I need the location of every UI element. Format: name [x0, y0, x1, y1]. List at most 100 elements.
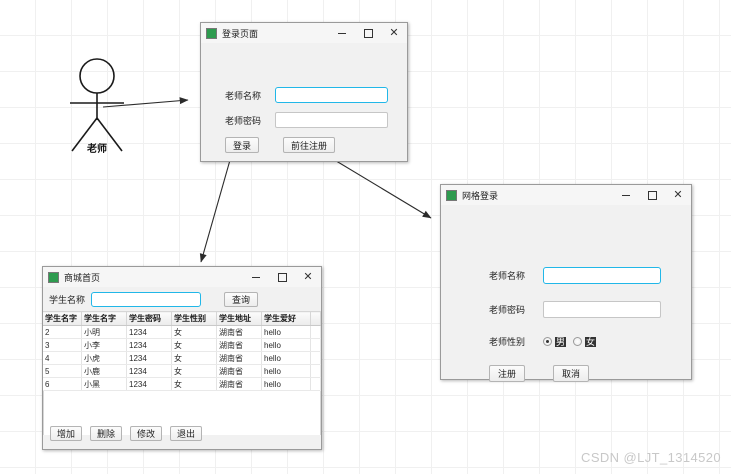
login-form: 老师名称 老师密码 登录 前往注册: [225, 87, 388, 153]
cell-id: 4: [43, 351, 82, 365]
student-search-input[interactable]: [91, 292, 202, 307]
close-icon[interactable]: ✕: [303, 270, 313, 283]
login-password-input[interactable]: [275, 112, 388, 128]
cell-hobby: hello: [261, 325, 311, 339]
cell-address: 湖南省: [216, 351, 262, 365]
register-username-row: 老师名称: [489, 267, 661, 284]
login-submit-button[interactable]: 登录: [225, 137, 260, 153]
login-username-input[interactable]: [275, 87, 388, 103]
student-search-bar: 学生名称 查询: [43, 287, 321, 311]
close-icon[interactable]: ✕: [389, 26, 399, 39]
gender-radio-male[interactable]: [543, 337, 552, 346]
cell-hobby: hello: [261, 338, 311, 352]
register-form: 老师名称 老师密码 老师性别 男 女 注册 取消: [489, 267, 661, 382]
cell-hobby: hello: [261, 364, 311, 378]
goto-register-button[interactable]: 前往注册: [283, 137, 336, 153]
minimize-icon[interactable]: [613, 185, 639, 205]
student-list-window[interactable]: 商城首页 ✕ 学生名称 查询 学生名字 学生名字 学生密码 学生性别 学生地址 …: [42, 266, 322, 450]
login-username-label: 老师名称: [225, 90, 262, 101]
cell-id: 5: [43, 364, 82, 378]
column-header-name[interactable]: 学生名字: [81, 311, 127, 326]
register-password-input[interactable]: [543, 301, 661, 318]
table-row[interactable]: 3 小李 1234 女 湖南省 hello: [43, 338, 321, 352]
cell-name: 小黑: [81, 377, 127, 391]
maximize-icon[interactable]: [639, 185, 665, 205]
cell-name: 小明: [81, 325, 127, 339]
cell-hobby: hello: [261, 377, 311, 391]
exit-button[interactable]: 退出: [170, 426, 203, 441]
cell-id: 2: [43, 325, 82, 339]
register-window-body: 老师名称 老师密码 老师性别 男 女 注册 取消: [441, 205, 691, 382]
register-button-row: 注册 取消: [489, 365, 661, 382]
gender-radio-female[interactable]: [573, 337, 583, 346]
student-list-titlebar[interactable]: 商城首页 ✕: [43, 267, 321, 287]
cell-id: 3: [43, 338, 82, 352]
student-search-button[interactable]: 查询: [224, 292, 259, 307]
app-icon: [446, 189, 457, 201]
table-row[interactable]: 6 小黑 1234 女 湖南省 hello: [43, 377, 321, 391]
cell-gender: 女: [171, 351, 217, 365]
student-list-body: 学生名称 查询 学生名字 学生名字 学生密码 学生性别 学生地址 学生爱好 2: [43, 287, 321, 449]
cell-extra: [310, 351, 321, 365]
actor-stick-figure: [70, 58, 124, 152]
column-header-hobby[interactable]: 学生爱好: [261, 311, 311, 326]
maximize-icon[interactable]: [269, 267, 295, 287]
table-row[interactable]: 2 小明 1234 女 湖南省 hello: [43, 325, 321, 339]
column-header-password[interactable]: 学生密码: [126, 311, 172, 326]
actor-leg-right: [96, 117, 123, 152]
cell-gender: 女: [171, 325, 217, 339]
register-window-titlebar[interactable]: 网格登录 ✕: [441, 185, 691, 205]
gender-radio-group[interactable]: 男 女: [543, 336, 600, 347]
register-gender-row: 老师性别 男 女: [489, 335, 661, 348]
cell-password: 1234: [126, 325, 172, 339]
edit-student-button[interactable]: 修改: [130, 426, 163, 441]
login-window-titlebar[interactable]: 登录页面 ✕: [201, 23, 407, 43]
register-username-label: 老师名称: [489, 271, 526, 281]
column-header-id[interactable]: 学生名字: [43, 311, 82, 326]
cell-address: 湖南省: [216, 364, 262, 378]
column-header-extra[interactable]: [310, 311, 321, 326]
login-window-controls[interactable]: ✕: [329, 23, 407, 43]
login-password-label: 老师密码: [225, 115, 262, 126]
register-password-row: 老师密码: [489, 301, 661, 318]
table-row[interactable]: 4 小虎 1234 女 湖南省 hello: [43, 351, 321, 365]
register-username-input[interactable]: [543, 267, 661, 284]
student-table-head: 学生名字 学生名字 学生密码 学生性别 学生地址 学生爱好: [43, 311, 321, 326]
student-table[interactable]: 学生名字 学生名字 学生密码 学生性别 学生地址 学生爱好 2 小明 1234 …: [43, 311, 321, 391]
add-student-button[interactable]: 增加: [50, 426, 83, 441]
maximize-icon[interactable]: [355, 23, 381, 43]
actor-head: [79, 58, 115, 94]
register-submit-button[interactable]: 注册: [489, 365, 526, 382]
login-username-row: 老师名称: [225, 87, 388, 103]
watermark: CSDN @LJT_1314520: [581, 450, 721, 465]
cell-hobby: hello: [261, 351, 311, 365]
column-header-gender[interactable]: 学生性别: [171, 311, 217, 326]
cell-password: 1234: [126, 364, 172, 378]
student-search-label: 学生名称: [49, 295, 86, 305]
cell-name: 小鹿: [81, 364, 127, 378]
delete-student-button[interactable]: 删除: [90, 426, 123, 441]
login-window[interactable]: 登录页面 ✕ 老师名称 老师密码 登录 前往注册: [200, 22, 408, 162]
close-icon[interactable]: ✕: [673, 188, 683, 201]
cell-password: 1234: [126, 377, 172, 391]
cell-gender: 女: [171, 377, 217, 391]
register-window-controls[interactable]: ✕: [613, 185, 691, 205]
minimize-icon[interactable]: [243, 267, 269, 287]
minimize-icon[interactable]: [329, 23, 355, 43]
column-header-address[interactable]: 学生地址: [216, 311, 262, 326]
register-window[interactable]: 网格登录 ✕ 老师名称 老师密码 老师性别 男 女: [440, 184, 692, 382]
register-cancel-button[interactable]: 取消: [553, 365, 590, 382]
student-action-buttons: 增加 删除 修改 退出: [50, 426, 203, 441]
login-password-row: 老师密码: [225, 112, 388, 128]
cell-address: 湖南省: [216, 338, 262, 352]
register-window-title: 网格登录: [462, 190, 499, 201]
cell-extra: [310, 364, 321, 378]
login-window-body: 老师名称 老师密码 登录 前往注册: [201, 43, 407, 161]
register-gender-label: 老师性别: [489, 337, 526, 347]
actor-leg-left: [71, 117, 98, 152]
cell-gender: 女: [171, 364, 217, 378]
cell-id: 6: [43, 377, 82, 391]
table-row[interactable]: 5 小鹿 1234 女 湖南省 hello: [43, 364, 321, 378]
student-list-title: 商城首页: [64, 272, 101, 283]
student-list-controls[interactable]: ✕: [243, 267, 321, 287]
